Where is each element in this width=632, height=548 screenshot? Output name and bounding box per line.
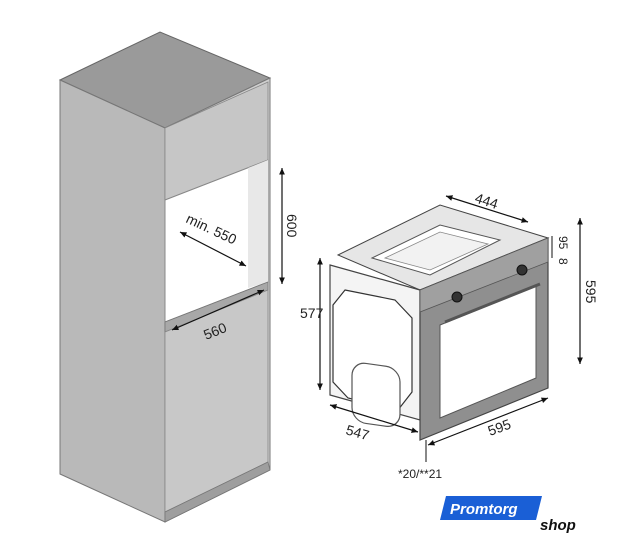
oven-door-handle xyxy=(444,282,541,324)
oven-depth-label: 547 xyxy=(344,422,371,444)
promtorg-logo: Promtorg shop xyxy=(440,496,576,534)
oven-knob-left xyxy=(451,291,463,303)
logo-badge xyxy=(440,496,542,520)
oven-top-width-arrow xyxy=(445,195,529,223)
logo-brand: Promtorg xyxy=(450,501,518,518)
bottom-offsets-label: *20/**21 xyxy=(398,467,442,481)
oven-depth-arrow xyxy=(329,404,419,433)
oven-height-label: 577 xyxy=(300,305,324,321)
oven-side-vent xyxy=(351,362,401,427)
oven-front-height-label: 595 xyxy=(583,280,599,304)
oven-control-panel xyxy=(419,237,549,313)
oven-top-recess-inner xyxy=(383,231,490,271)
niche-inner-wall xyxy=(248,160,268,288)
niche-width-arrow xyxy=(171,289,265,331)
cabinet-front xyxy=(59,79,166,523)
panel-gap-label: 8 xyxy=(556,258,570,265)
niche-depth-arrow xyxy=(179,231,247,267)
oven-front-width-label: 595 xyxy=(486,416,514,439)
niche-height-label: 600 xyxy=(284,214,300,238)
cabinet xyxy=(58,31,272,523)
oven-front-width-arrow xyxy=(427,397,549,446)
logo-suffix: shop xyxy=(540,517,576,534)
oven-dimensions: 444 577 547 595 595 95 8 *20/**21 xyxy=(300,190,599,481)
cabinet-plinth xyxy=(164,461,271,523)
oven-top-width-label: 444 xyxy=(473,190,500,213)
oven-knob-right xyxy=(516,264,528,276)
oven xyxy=(329,204,550,441)
panel-top-offset-label: 95 xyxy=(556,236,570,250)
